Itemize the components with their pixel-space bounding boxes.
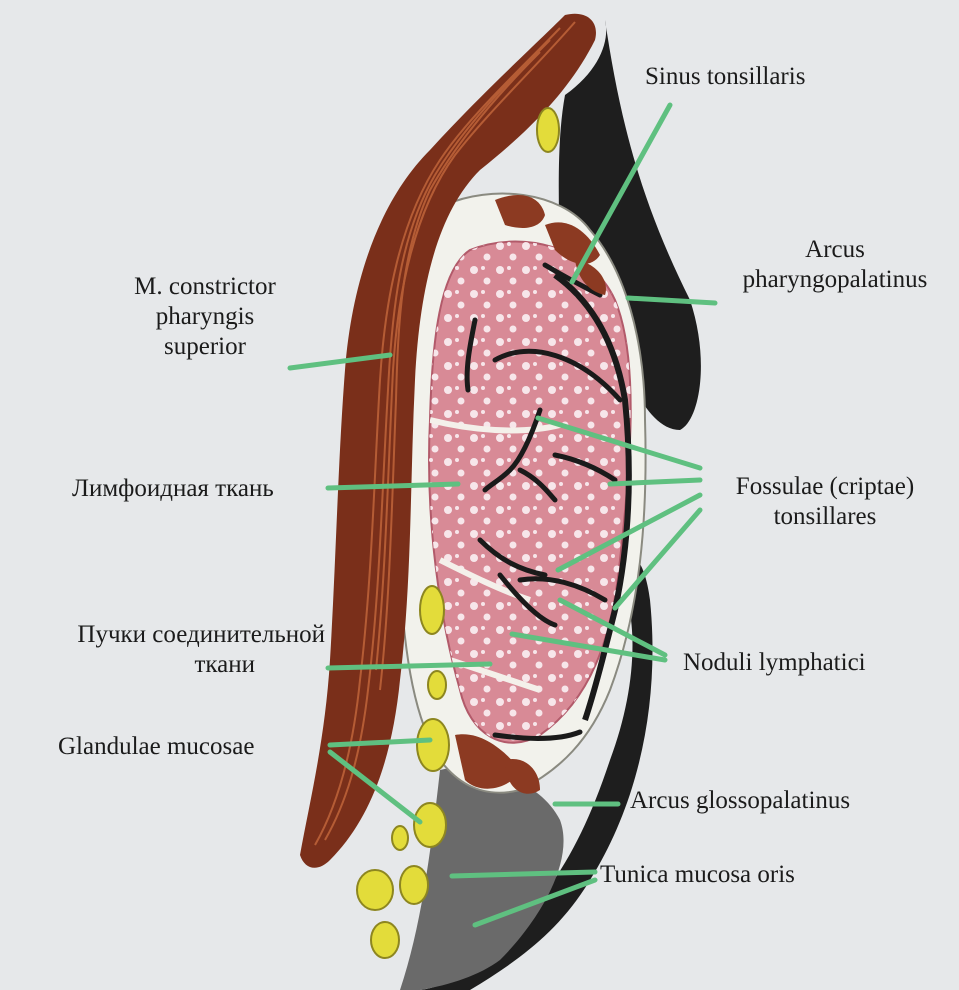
label-tunica-mucosa-oris: Tunica mucosa oris: [600, 860, 795, 890]
label-noduli-lymphatici: Noduli lymphatici: [683, 648, 866, 678]
label-glandulae-mucosae: Glandulae mucosae: [58, 732, 254, 762]
label-m-constrictor: M. constrictor pharyngis superior: [110, 272, 300, 362]
label-arcus-glossopalatinus: Arcus glossopalatinus: [630, 786, 850, 816]
label-limfoidnaya-tkan: Лимфоидная ткань: [72, 474, 274, 504]
label-puchki: Пучки соединительной ткани: [0, 620, 325, 680]
label-sinus-tonsillaris: Sinus tonsillaris: [645, 62, 805, 92]
label-fossulae: Fossulae (criptae) tonsillares: [705, 472, 945, 532]
label-arcus-pharyngopalatinus: Arcus pharyngopalatinus: [715, 235, 955, 295]
